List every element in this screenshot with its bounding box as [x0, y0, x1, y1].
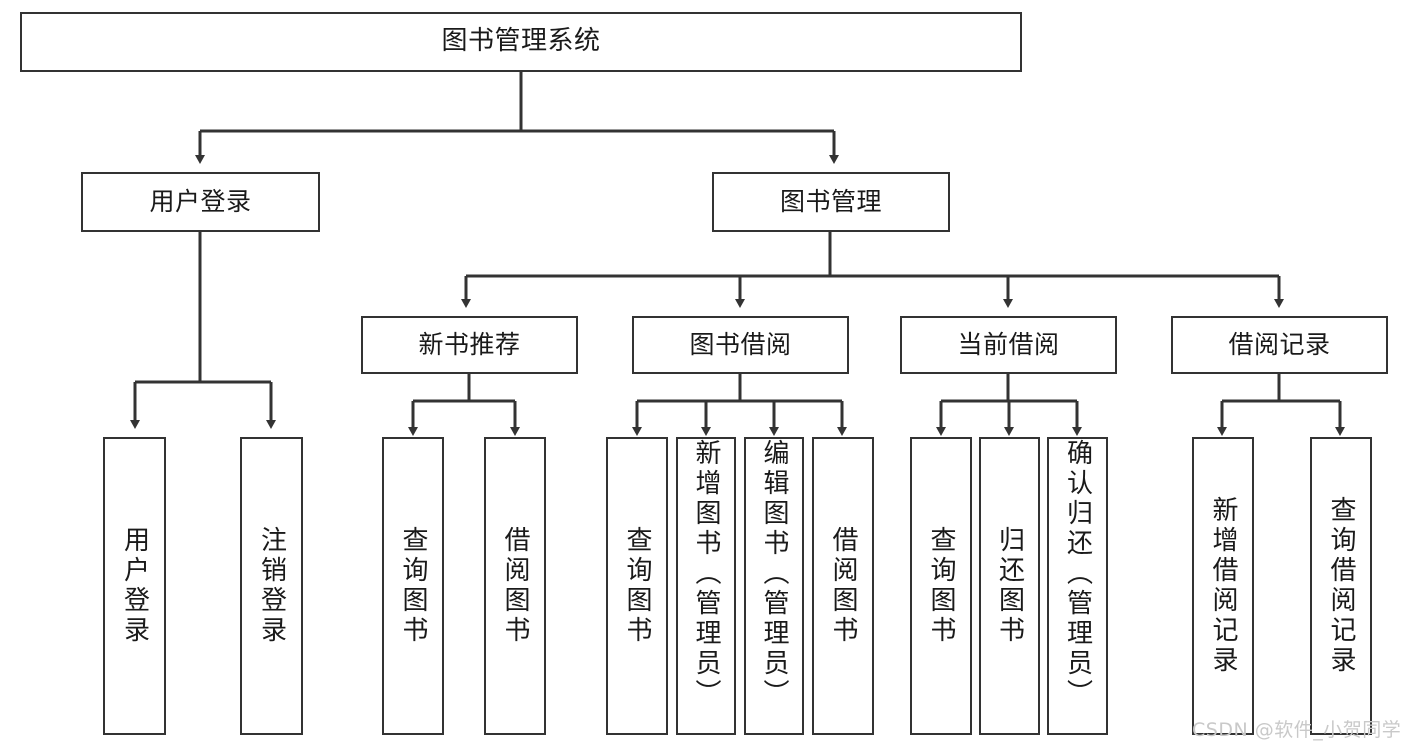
- node-label: 图书借阅: [689, 329, 792, 359]
- node-label: 确认归还（管理员）: [1062, 439, 1093, 709]
- csdn-watermark: CSDN @软件_小贺同学: [1192, 719, 1402, 741]
- node-book-management[interactable]: 图书管理: [712, 172, 950, 232]
- node-book-borrowing[interactable]: 图书借阅: [632, 316, 849, 374]
- node-label: 借阅记录: [1228, 329, 1331, 359]
- leaf-return-book[interactable]: 归还图书: [979, 437, 1040, 735]
- leaf-add-book-admin[interactable]: 新增图书（管理员）: [676, 437, 736, 735]
- node-label: 新书推荐: [418, 329, 521, 359]
- node-label: 图书管理: [779, 186, 882, 216]
- node-user-login[interactable]: 用户登录: [81, 172, 320, 232]
- node-root-book-management-system[interactable]: 图书管理系统: [20, 12, 1022, 72]
- node-label: 归还图书: [994, 526, 1025, 646]
- node-label: 借阅图书: [500, 526, 530, 646]
- leaf-user-login[interactable]: 用户登录: [103, 437, 166, 735]
- leaf-edit-book-admin[interactable]: 编辑图书（管理员）: [744, 437, 804, 735]
- leaf-borrow-book-new-recommendation[interactable]: 借阅图书: [484, 437, 546, 735]
- node-label: 新增图书（管理员）: [691, 439, 721, 709]
- node-label: 用户登录: [149, 186, 252, 216]
- node-label: 当前借阅: [957, 329, 1060, 359]
- node-label: 查询图书: [398, 526, 428, 646]
- node-label: 用户登录: [119, 526, 150, 646]
- leaf-confirm-return-admin[interactable]: 确认归还（管理员）: [1047, 437, 1108, 735]
- node-label: 查询图书: [622, 526, 652, 646]
- node-label: 查询图书: [926, 526, 956, 646]
- node-label: 注销登录: [256, 526, 287, 646]
- node-label: 新增借阅记录: [1208, 496, 1238, 676]
- leaf-borrow-book-borrowing[interactable]: 借阅图书: [812, 437, 874, 735]
- node-label: 借阅图书: [828, 526, 858, 646]
- node-label: 编辑图书（管理员）: [759, 439, 789, 709]
- node-current-borrowing[interactable]: 当前借阅: [900, 316, 1117, 374]
- node-label: 查询借阅记录: [1326, 496, 1356, 676]
- leaf-query-borrow-record[interactable]: 查询借阅记录: [1310, 437, 1372, 735]
- leaf-query-book-current[interactable]: 查询图书: [910, 437, 972, 735]
- leaf-add-borrow-record[interactable]: 新增借阅记录: [1192, 437, 1254, 735]
- leaf-query-book-borrowing[interactable]: 查询图书: [606, 437, 668, 735]
- leaf-logout[interactable]: 注销登录: [240, 437, 303, 735]
- node-label: 图书管理系统: [441, 26, 601, 57]
- node-new-book-recommendation[interactable]: 新书推荐: [361, 316, 578, 374]
- node-borrowing-records[interactable]: 借阅记录: [1171, 316, 1388, 374]
- leaf-query-book-new-recommendation[interactable]: 查询图书: [382, 437, 444, 735]
